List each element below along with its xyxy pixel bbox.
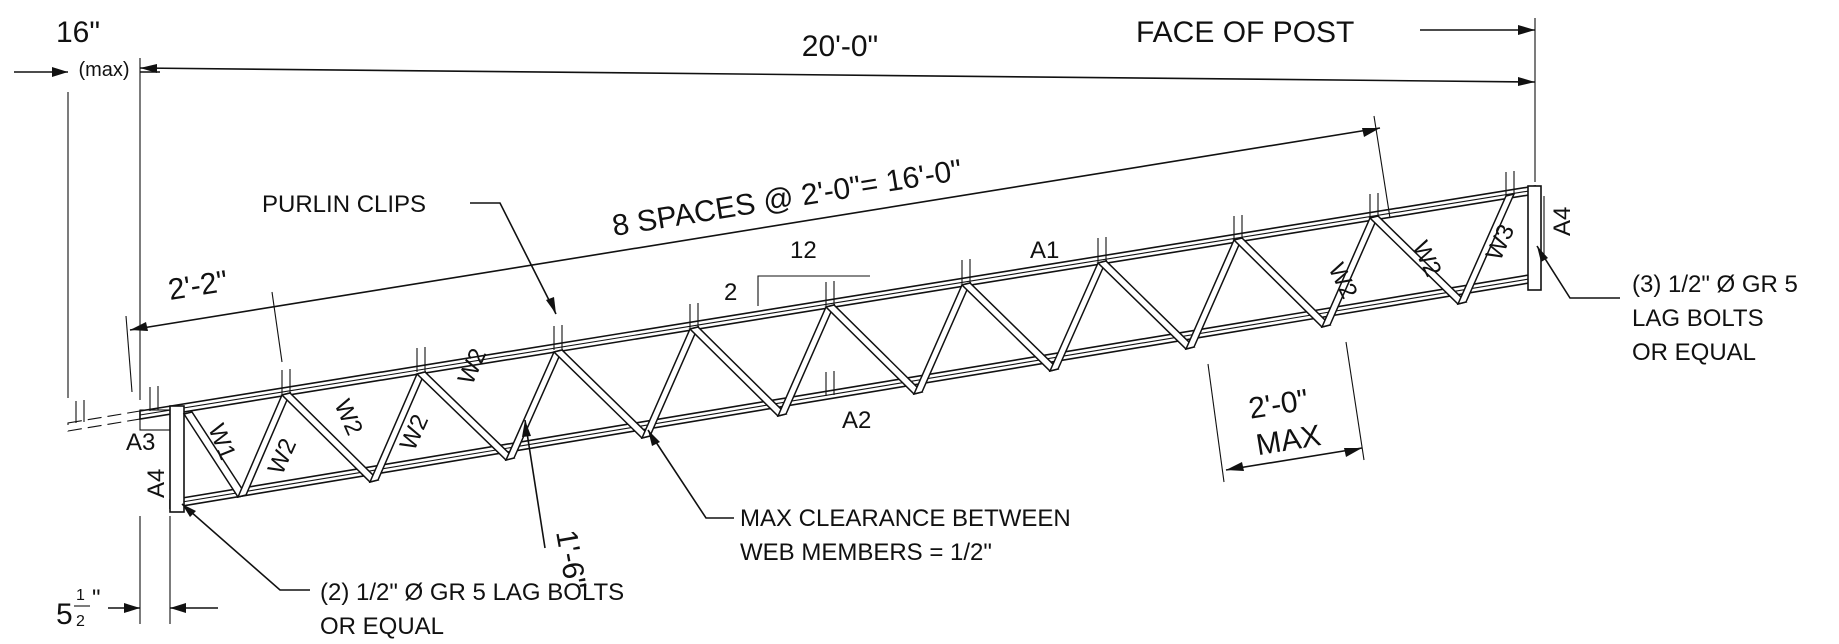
end-block: [139, 409, 171, 431]
right-bolts-note-line-1: (3) 1/2" Ø GR 5: [1632, 271, 1798, 298]
face-of-post-label: FACE OF POST: [1136, 16, 1354, 49]
dimension-lines: [14, 18, 1545, 624]
left-end-label: A4: [143, 469, 170, 498]
end-block-label: A3: [126, 429, 155, 456]
right-bolts-note-line-3: OR EQUAL: [1632, 339, 1756, 366]
purlin-clips-note: PURLIN CLIPS: [262, 191, 426, 218]
overhang-extension: [67, 410, 141, 432]
right-end-post: [1527, 185, 1542, 291]
purlin-clips: [75, 171, 1515, 423]
overall-length-dim: 20'-0": [802, 30, 878, 63]
left-bolts-note-line-2: OR EQUAL: [320, 613, 444, 640]
svg-text:1: 1: [76, 587, 85, 604]
spacing-dim: 8 SPACES @ 2'-0"= 16'-0": [610, 154, 964, 243]
bearing-dim: 5 1 2 ": [56, 585, 101, 631]
clearance-note-line-1: MAX CLEARANCE BETWEEN: [740, 505, 1071, 532]
overhang-note: (max): [78, 59, 129, 81]
left-bolts-note-line-1: (2) 1/2" Ø GR 5 LAG BOLTS: [320, 579, 624, 606]
web-label-8: W3: [1481, 221, 1520, 265]
max-space-dim: 2'-0": [1246, 384, 1310, 426]
web-label-1: W1: [202, 420, 241, 463]
web-label-3: W2: [329, 395, 368, 439]
slope-rise: 2: [724, 279, 737, 306]
bottom-chord-label: A2: [842, 407, 871, 434]
truss: [67, 171, 1542, 513]
right-end-label: A4: [1549, 207, 1576, 236]
svg-text:2: 2: [76, 613, 85, 630]
web-label-5: W2: [453, 345, 492, 389]
slope-run: 12: [790, 237, 817, 264]
right-bolts-note-line-2: LAG BOLTS: [1632, 305, 1764, 332]
top-chord-label: A1: [1030, 237, 1059, 264]
svg-text:": ": [92, 585, 101, 612]
clearance-note-line-2: WEB MEMBERS = 1/2": [740, 539, 992, 566]
svg-text:5: 5: [56, 598, 73, 631]
end-panel-dim: 2'-2": [166, 265, 230, 307]
web-label-7: W2: [1407, 237, 1447, 281]
web-members: [182, 192, 1516, 499]
overhang-dim: 16": [56, 16, 100, 49]
left-end-post: [169, 405, 185, 513]
leaders: [181, 202, 1620, 591]
notes: PURLIN CLIPS MAX CLEARANCE BETWEEN WEB M…: [262, 191, 1798, 640]
